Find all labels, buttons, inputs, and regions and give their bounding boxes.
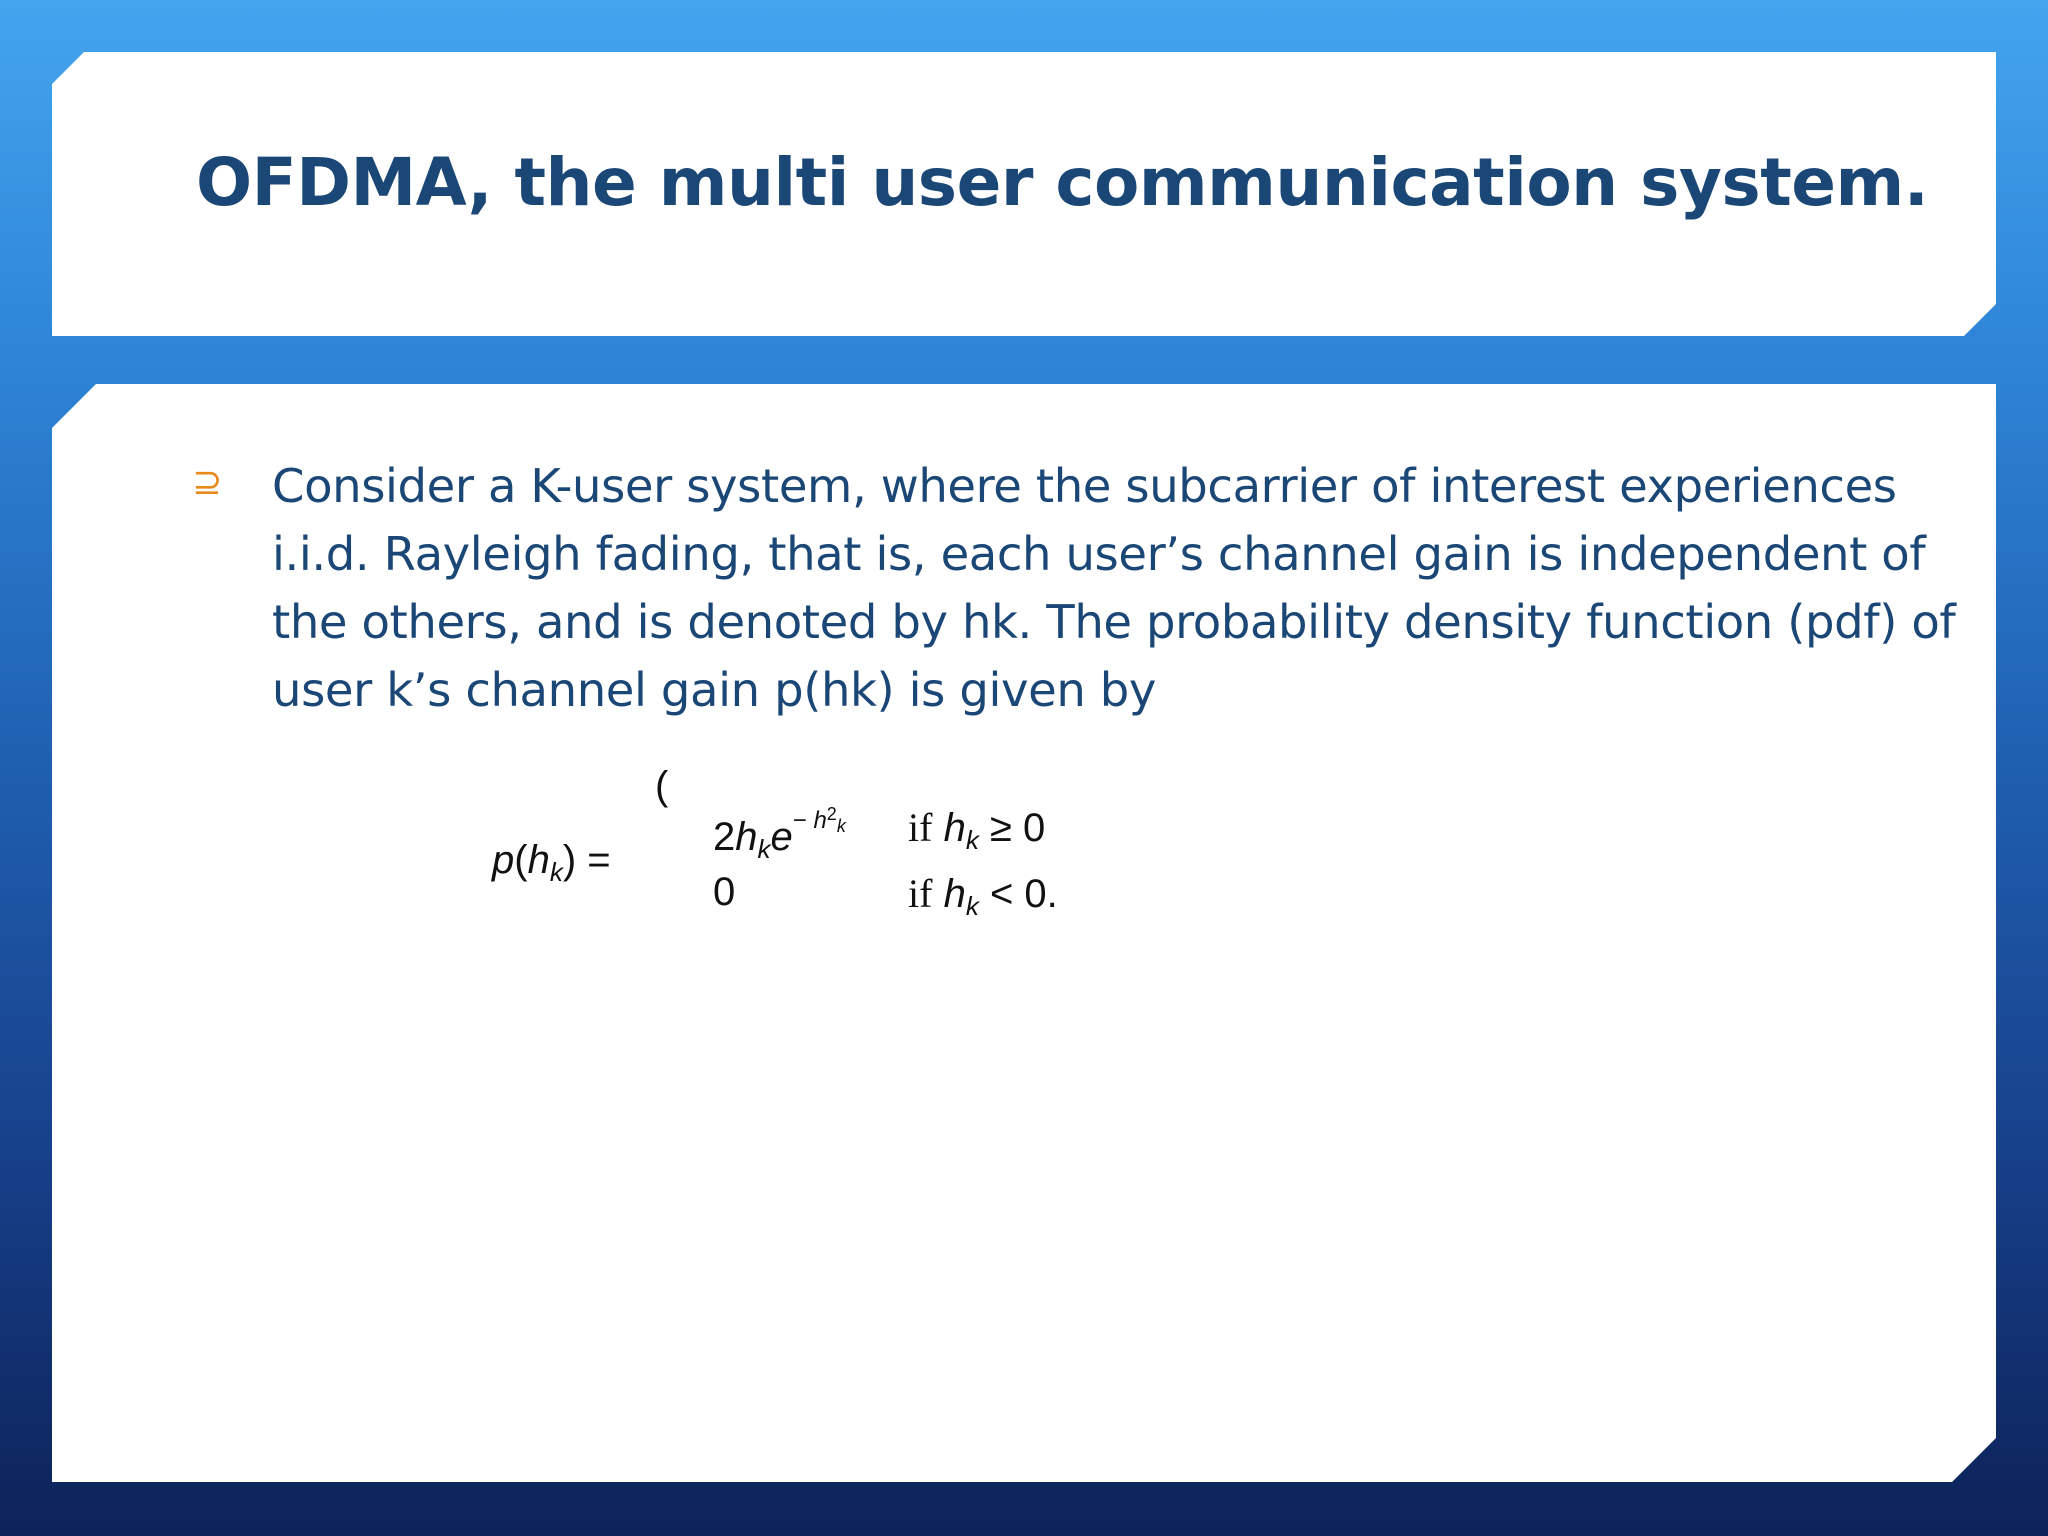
slide-title: OFDMA, the multi user communication syst… (196, 144, 1929, 221)
equation-case1-value: 2hke− h2k (713, 804, 846, 864)
equation-case2-value: 0 (713, 870, 736, 914)
content-panel: ⊇ Consider a K-user system, where the su… (52, 384, 1996, 1482)
equation-lhs: p(hk) = (492, 838, 611, 887)
equation-brace: ( (655, 764, 669, 808)
equation-case1-condition: if hk ≥ 0 (908, 805, 1046, 855)
bullet-text: Consider a K-user system, where the subc… (272, 459, 1956, 717)
title-panel: OFDMA, the multi user communication syst… (52, 52, 1996, 336)
equation-case2-condition: if hk < 0. (908, 871, 1058, 921)
bullet-superset-icon: ⊇ (192, 462, 223, 503)
